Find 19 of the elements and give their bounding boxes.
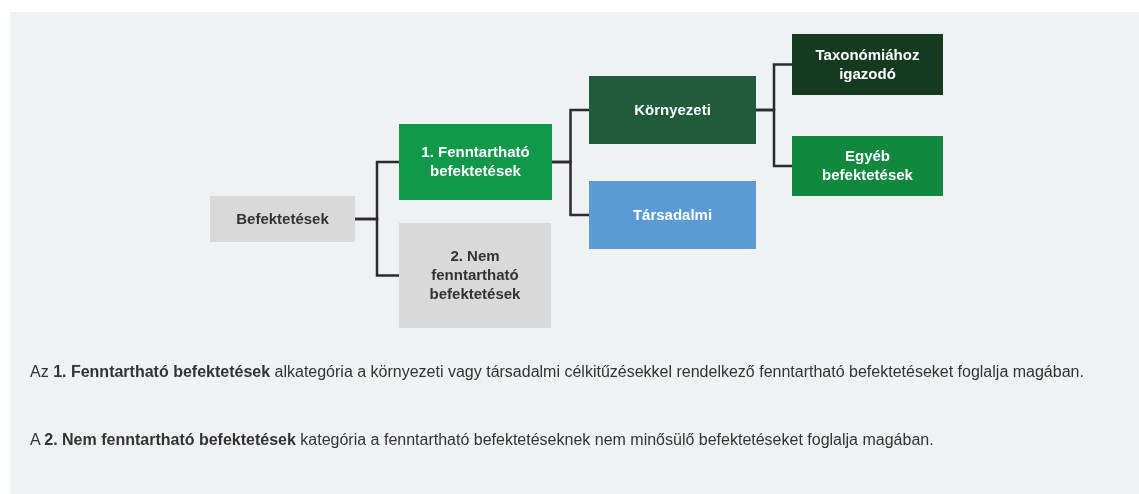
connector-line	[756, 108, 792, 168]
description-paragraph: Az 1. Fenntartható befektetések alkategória a környezeti vagy társadalmi célkitűzésekkel rendelkező fenntartható befektetéseket foglalja magában.	[30, 362, 1085, 382]
category-label: Befektetések	[236, 209, 329, 229]
category-box	[399, 124, 552, 200]
category-label: Taxonómiához igazodó	[814, 45, 921, 84]
category-box	[399, 223, 551, 328]
category-label: Társadalmi	[632, 205, 713, 225]
category-box	[589, 76, 756, 144]
category-label: 2. Nem fenntartható befektetések	[428, 247, 522, 304]
category-label: 1. Fenntartható befektetések	[420, 143, 531, 181]
category-box	[792, 34, 943, 95]
connector-line	[355, 217, 399, 277]
category-box	[792, 136, 943, 196]
category-label: Egyéb befektetések	[821, 147, 914, 185]
connector-line	[552, 160, 589, 217]
category-box	[589, 181, 756, 249]
category-label: Környezeti	[634, 100, 711, 120]
category-box	[210, 196, 355, 242]
description-paragraph: A 2. Nem fenntartható befektetések kategória a fenntartható befektetéseknek nem minősülő befektetéseket foglalja magában.	[30, 430, 935, 450]
